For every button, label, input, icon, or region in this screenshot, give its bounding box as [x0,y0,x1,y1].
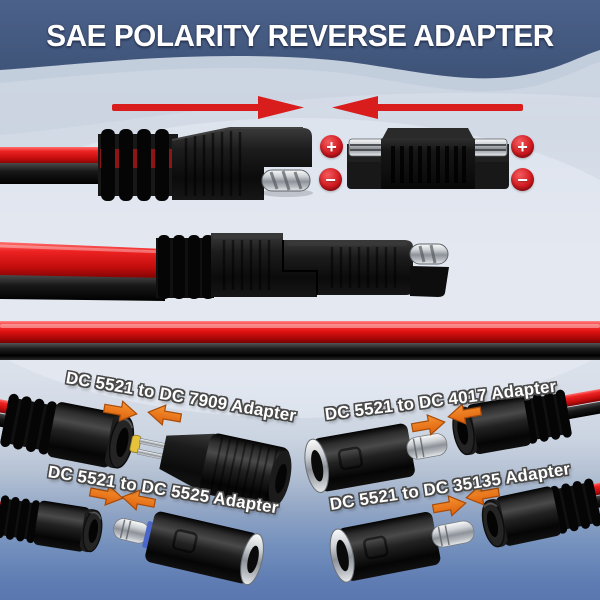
adapter-metal-terminal-left [348,138,384,157]
minus-polarity-badge: − [319,168,342,191]
banner [0,0,600,92]
arrow-left-icon [332,96,523,119]
arrow-right-icon [112,96,304,119]
adapter-metal-terminal-right [472,138,508,157]
plus-polarity-badge: + [511,135,534,158]
dc5525-adapter [113,511,264,586]
minus-polarity-badge: − [511,168,534,191]
sae-extension-cable [0,233,449,301]
page-title: SAE POLARITY REVERSE ADAPTER [46,18,554,53]
dc35135-adapter [329,511,475,583]
red-black-cable-horizontal [0,321,600,360]
sae-connector-with-cable [0,127,313,201]
plus-polarity-badge: + [320,135,343,158]
dc4017-adapter [304,423,448,493]
dc7909-adapter [129,433,292,508]
sae-metal-terminal-middle [409,243,449,265]
polarity-reverse-adapter [347,128,509,189]
sae-metal-terminal [261,169,311,192]
